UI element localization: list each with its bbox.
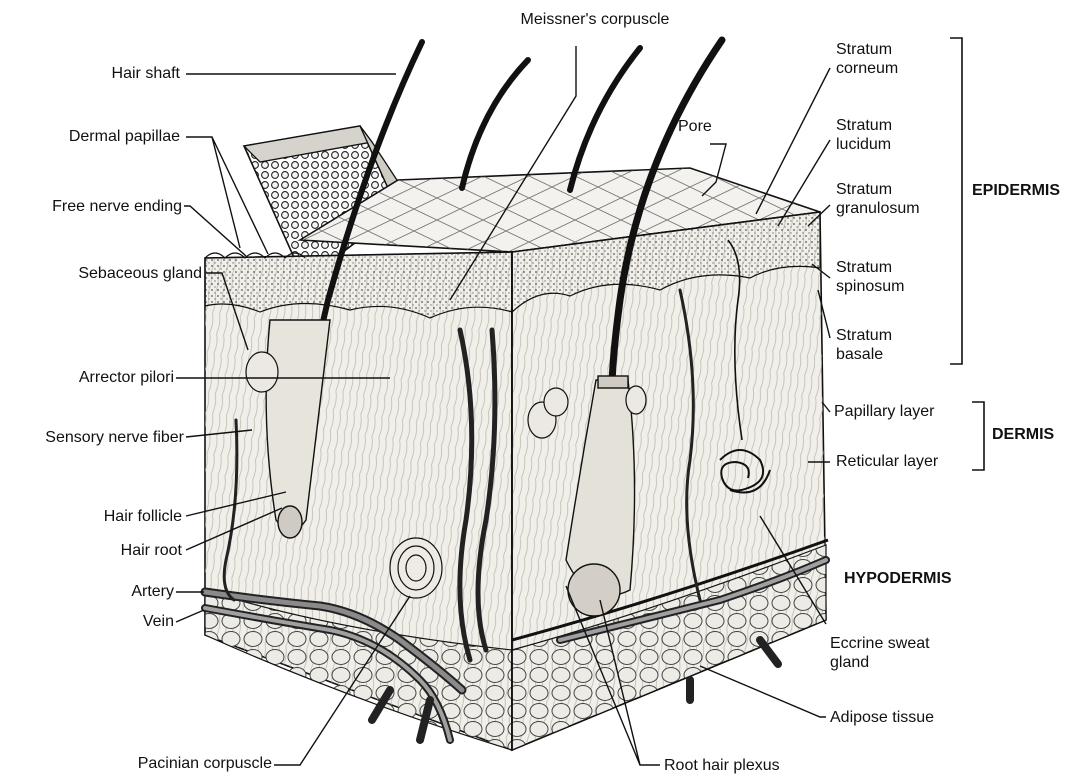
front-right-face [512, 212, 828, 750]
label-sensory-nerve-fiber: Sensory nerve fiber [0, 428, 184, 447]
label-adipose-tissue: Adipose tissue [830, 708, 934, 727]
section-epidermis: EPIDERMIS [972, 182, 1060, 200]
label-hair-shaft: Hair shaft [60, 64, 180, 83]
label-root-hair-plexus: Root hair plexus [664, 756, 780, 775]
label-pacinian-corpuscle: Pacinian corpuscle [70, 754, 272, 773]
pacinian-corpuscle-shape [390, 538, 442, 598]
label-hair-root: Hair root [40, 541, 182, 560]
label-meissners-corpuscle: Meissner's corpuscle [490, 10, 700, 29]
label-vein: Vein [60, 612, 174, 631]
section-dermis: DERMIS [992, 426, 1054, 444]
label-reticular-layer: Reticular layer [836, 452, 938, 471]
label-sebaceous-gland: Sebaceous gland [10, 264, 202, 283]
label-pore: Pore [678, 117, 712, 136]
section-brackets [950, 38, 984, 470]
label-dermal-papillae: Dermal papillae [20, 127, 180, 146]
section-hypodermis: HYPODERMIS [844, 570, 952, 588]
label-arrector-pilori: Arrector pilori [30, 368, 174, 387]
label-free-nerve-ending: Free nerve ending [2, 197, 182, 216]
label-artery: Artery [60, 582, 174, 601]
label-papillary-layer: Papillary layer [834, 402, 934, 421]
label-hair-follicle: Hair follicle [40, 507, 182, 526]
